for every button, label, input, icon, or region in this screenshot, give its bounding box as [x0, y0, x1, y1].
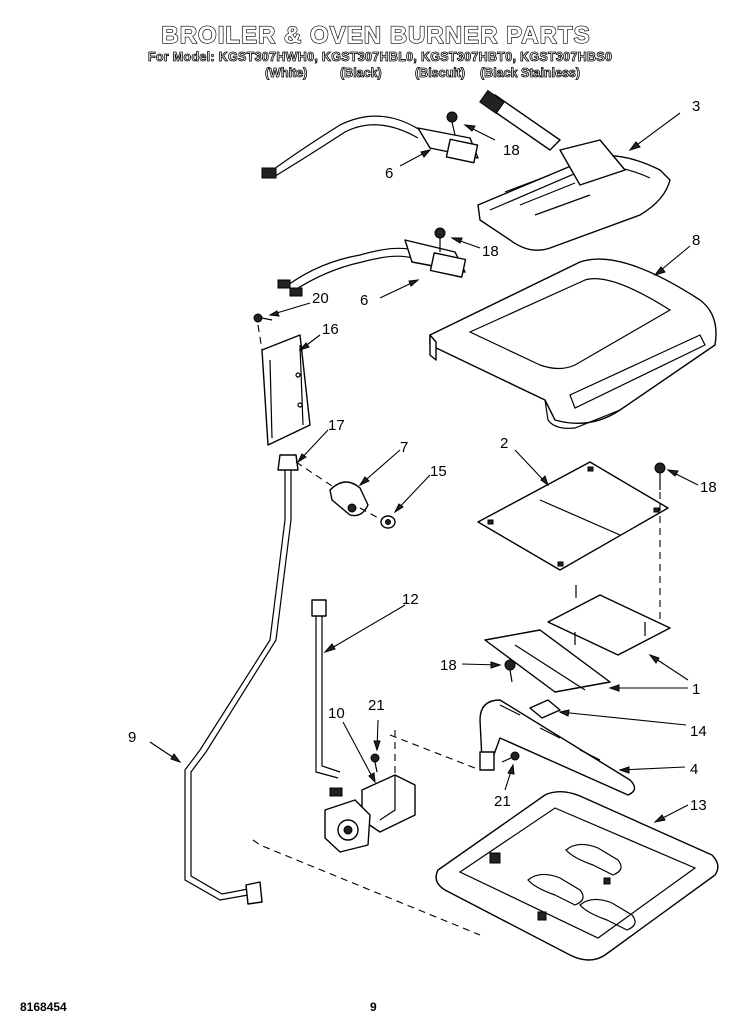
bracket-part [261, 334, 311, 446]
screw-18-b [434, 227, 446, 252]
variant-white: (White) [265, 66, 308, 81]
model-list: For Model: KGST307HWH0, KGST307HBL0, KGS… [148, 50, 613, 65]
igniter-lower-part [277, 239, 467, 297]
leader-lines [149, 112, 699, 823]
document-number: 8168454 [20, 1000, 67, 1014]
callout-7: 7 [400, 439, 408, 456]
callout-18-a: 18 [503, 142, 520, 159]
callout-21-b: 21 [494, 793, 511, 810]
screw-18-d [504, 659, 516, 683]
callout-1: 1 [692, 681, 700, 698]
callout-17: 17 [328, 417, 345, 434]
callout-16: 16 [322, 321, 339, 338]
callout-2: 2 [500, 435, 508, 452]
screw-21-b [501, 751, 520, 763]
page-title: BROILER & OVEN BURNER PARTS [161, 21, 591, 49]
screw-18-a [446, 111, 458, 136]
nut-part [380, 515, 396, 529]
callout-3: 3 [692, 98, 700, 115]
variant-black: (Black) [340, 66, 382, 81]
callout-21-a: 21 [368, 697, 385, 714]
callout-12: 12 [402, 591, 419, 608]
broiler-pan-part [435, 791, 719, 961]
callout-6-lower: 6 [360, 292, 368, 309]
flame-spreader-part [477, 461, 669, 571]
callout-6-upper: 6 [385, 165, 393, 182]
callout-10: 10 [328, 705, 345, 722]
safety-valve-part [324, 774, 416, 853]
broiler-cover-part [429, 258, 717, 429]
screw-18-c [654, 462, 666, 490]
variant-biscuit: (Biscuit) [415, 66, 466, 81]
gas-line-part [311, 599, 341, 779]
callout-18-b: 18 [482, 243, 499, 260]
callout-9: 9 [128, 729, 136, 746]
variant-black-stainless: (Black Stainless) [480, 66, 581, 81]
igniter-upper-part [261, 115, 479, 179]
callout-20: 20 [312, 290, 329, 307]
burner-bracket-upper [547, 585, 671, 656]
callout-8: 8 [692, 232, 700, 249]
callout-13: 13 [690, 797, 707, 814]
broiler-burner-part [477, 89, 671, 251]
orifice-part [529, 699, 561, 719]
callout-18-d: 18 [440, 657, 457, 674]
screw-20 [253, 313, 273, 323]
callout-4: 4 [690, 761, 698, 778]
clip-part [329, 481, 369, 517]
screw-21-a [370, 753, 380, 773]
burner-bracket-lower [484, 629, 611, 693]
page-number: 9 [370, 1000, 377, 1014]
oven-burner-part [479, 699, 636, 796]
callout-18-c: 18 [700, 479, 717, 496]
callout-15: 15 [430, 463, 447, 480]
gas-tube-part [184, 454, 299, 905]
callout-14: 14 [690, 723, 707, 740]
